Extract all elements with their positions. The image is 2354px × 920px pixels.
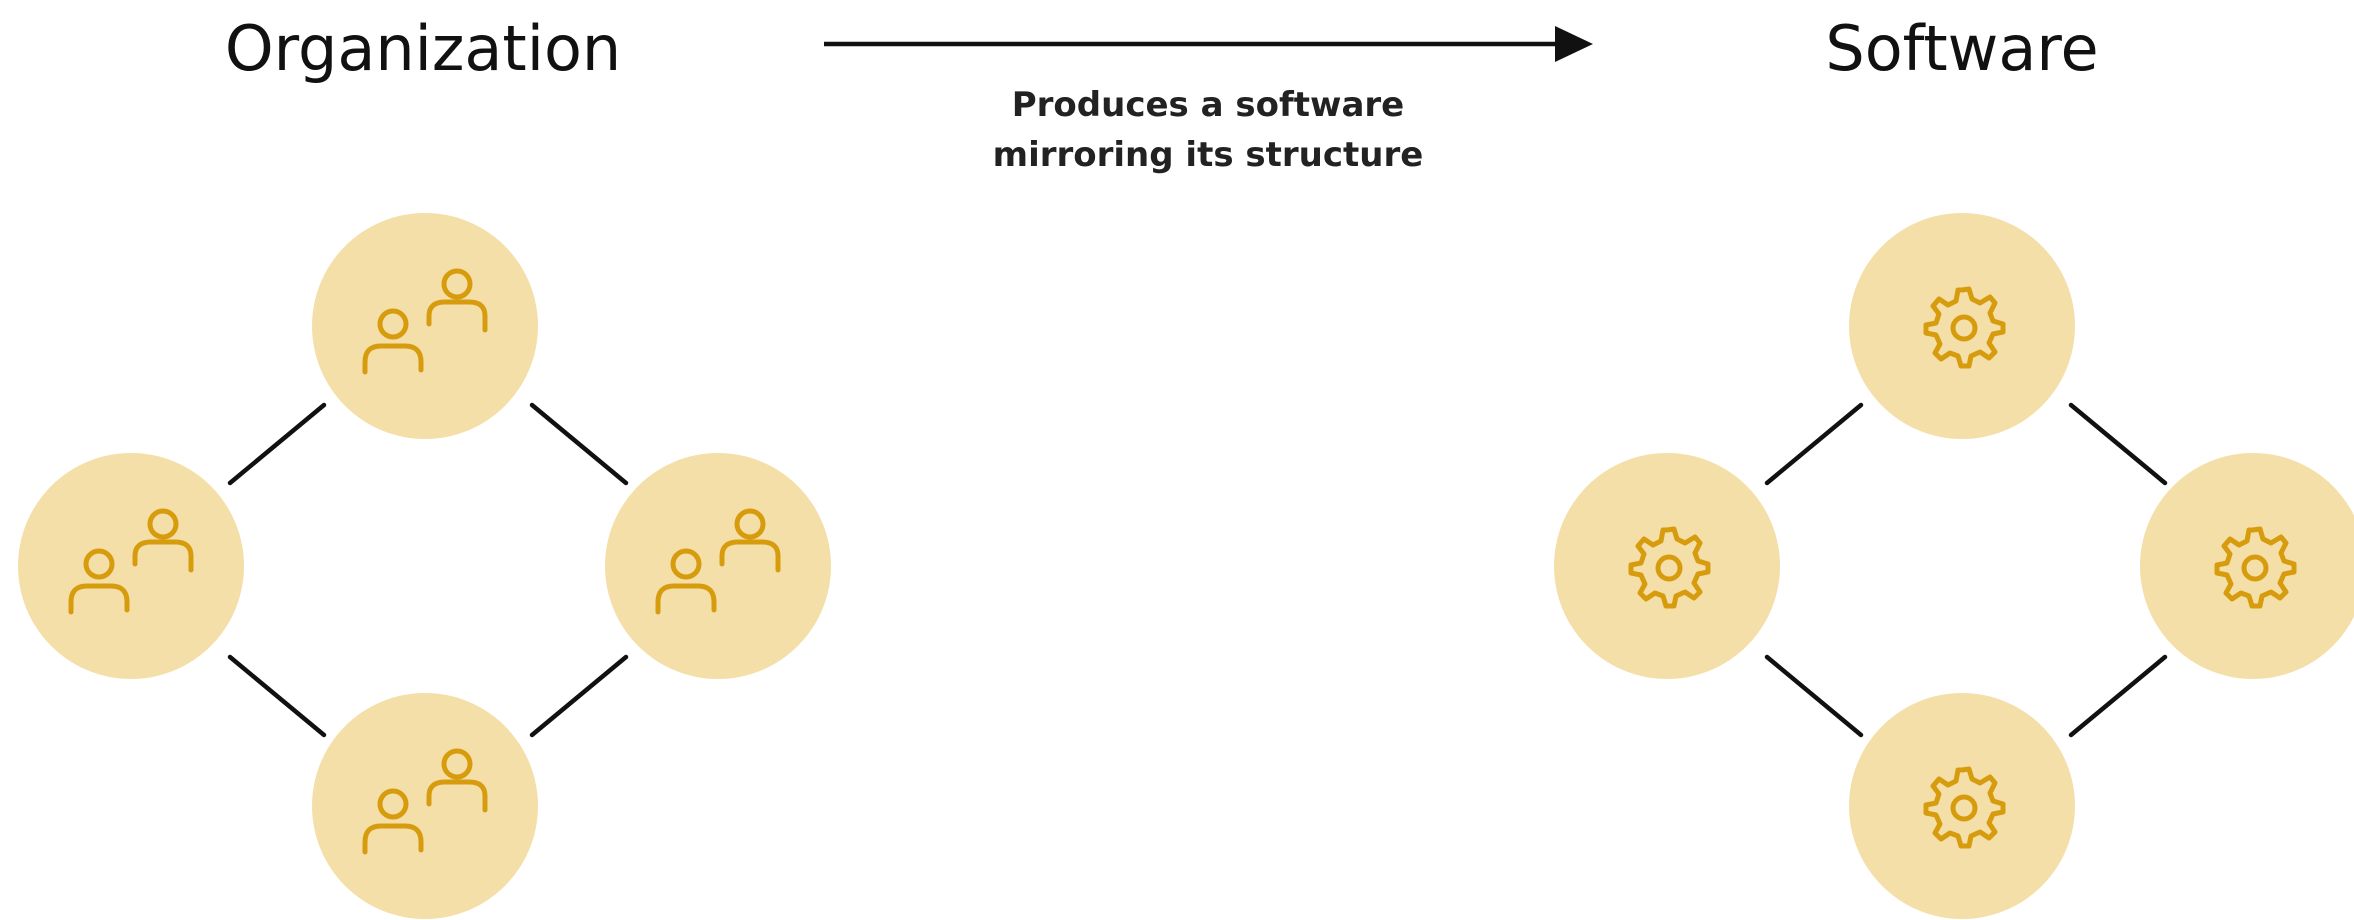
- sw-node-left-circle: [1554, 453, 1780, 679]
- org-node-right: [605, 453, 831, 679]
- sw-node-top-circle: [1849, 213, 2075, 439]
- connector-org-left-top: [227, 402, 327, 486]
- organization-title: Organization: [225, 12, 621, 85]
- org-node-bottom-circle: [312, 693, 538, 919]
- org-node-top-circle: [312, 213, 538, 439]
- sw-node-right-circle: [2140, 453, 2354, 679]
- arrow-head: [1555, 26, 1593, 62]
- connector-org-bottom-right: [529, 654, 629, 738]
- produces-arrow: [824, 26, 1593, 62]
- sw-node-right: [2140, 453, 2354, 679]
- connector-sw-left-bottom: [1764, 654, 1864, 738]
- org-node-top: [312, 213, 538, 439]
- connector-org-left-bottom: [227, 654, 327, 738]
- arrow-caption-line2: mirroring its structure: [993, 135, 1424, 175]
- sw-node-top: [1849, 213, 2075, 439]
- connector-org-top-right: [529, 402, 629, 486]
- arrow-caption-line1: Produces a software: [1012, 85, 1404, 125]
- organization-connectors: [227, 402, 629, 738]
- software-title: Software: [1825, 12, 2098, 85]
- org-node-right-circle: [605, 453, 831, 679]
- connector-sw-bottom-right: [2068, 654, 2168, 738]
- sw-node-bottom-circle: [1849, 693, 2075, 919]
- connector-sw-left-top: [1764, 402, 1864, 486]
- org-node-bottom: [312, 693, 538, 919]
- org-node-left-circle: [18, 453, 244, 679]
- org-node-left: [18, 453, 244, 679]
- software-connectors: [1764, 402, 2168, 738]
- connector-sw-top-right: [2068, 402, 2168, 486]
- sw-node-bottom: [1849, 693, 2075, 919]
- sw-node-left: [1554, 453, 1780, 679]
